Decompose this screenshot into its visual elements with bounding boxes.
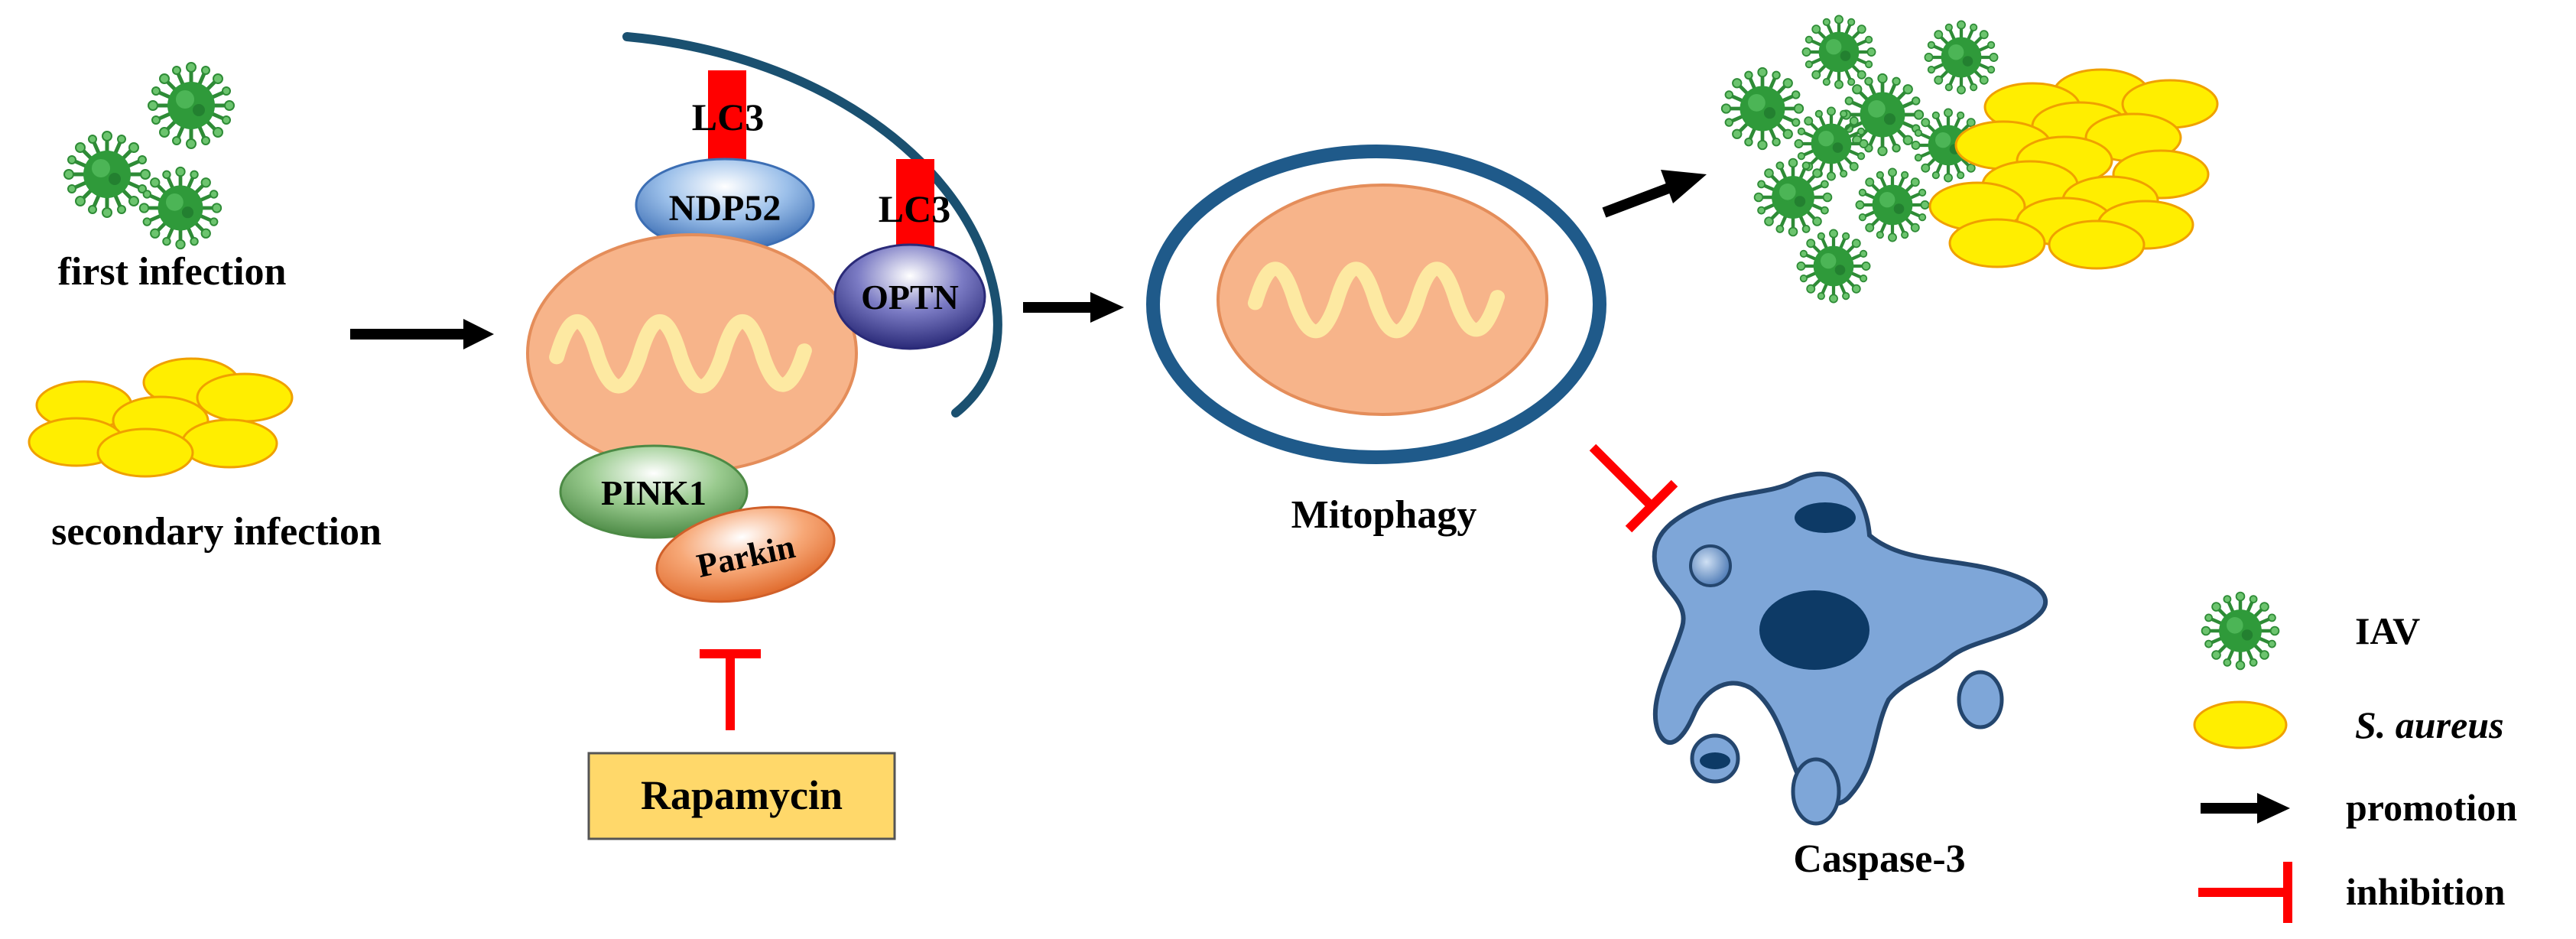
virus-icon <box>1925 21 1997 93</box>
nucleus <box>1759 590 1869 670</box>
inhibition-symbol <box>700 649 761 730</box>
bacteria-icon <box>2048 219 2146 270</box>
mitophagy-label: Mitophagy <box>1291 493 1477 537</box>
legend-s-aureus-label: S. aureus <box>2355 703 2504 746</box>
phagophore-membrane <box>622 32 1002 418</box>
virus-icon <box>1802 15 1875 88</box>
inhibition-symbol <box>1589 444 1678 533</box>
optn-protein <box>833 243 986 350</box>
virus-icon <box>1722 68 1803 149</box>
lc3-label: LC3 <box>692 96 764 138</box>
secondary-infection-label: secondary infection <box>51 510 382 554</box>
pink1-protein <box>559 444 749 539</box>
virus-icon <box>1856 168 1928 241</box>
legend-inhibition-label: inhibition <box>2346 870 2506 913</box>
bacteria-icon <box>96 427 194 478</box>
rapamycin-box <box>587 752 896 840</box>
virus-cluster <box>1722 15 1998 302</box>
parkin-protein <box>655 505 836 603</box>
first-infection-viruses <box>64 63 234 249</box>
rapamycin-label: Rapamycin <box>641 772 843 818</box>
virus-icon <box>148 63 234 148</box>
bacteria-icon <box>180 418 278 469</box>
virus-icon <box>64 132 150 217</box>
apoptotic-body <box>1791 757 1841 826</box>
inhibition-icon <box>2198 862 2292 923</box>
promotion-arrow <box>1602 170 1707 218</box>
virus-icon <box>1797 229 1869 302</box>
nucleus <box>1795 502 1856 533</box>
pink1-label: PINK1 <box>601 473 707 512</box>
secondary-infection-bacteria <box>28 357 294 478</box>
legend: IAV S. aureus promotion inhibition <box>2193 593 2517 923</box>
ndp52-label: NDP52 <box>669 188 781 229</box>
vacuole <box>1689 544 1732 587</box>
first-infection-label: first infection <box>58 250 287 294</box>
promotion-arrow <box>350 319 494 349</box>
virus-icon <box>1755 159 1832 236</box>
legend-promotion-label: promotion <box>2346 786 2517 829</box>
virus-icon <box>2202 593 2279 670</box>
bacteria-icon <box>1948 218 2046 268</box>
bacteria-icon <box>2193 700 2288 749</box>
optn-label: OPTN <box>861 278 959 317</box>
virus-icon <box>140 167 221 249</box>
promotion-arrow-icon <box>2201 793 2290 824</box>
apoptotic-body <box>1957 670 2004 729</box>
legend-iav-label: IAV <box>2355 609 2420 652</box>
lc3-label: LC3 <box>879 187 950 230</box>
bacteria-icon <box>196 372 294 423</box>
caspase3-label: Caspase-3 <box>1793 837 1965 881</box>
apoptotic-body-nucleus <box>1700 752 1730 769</box>
promotion-arrow <box>1023 292 1124 323</box>
